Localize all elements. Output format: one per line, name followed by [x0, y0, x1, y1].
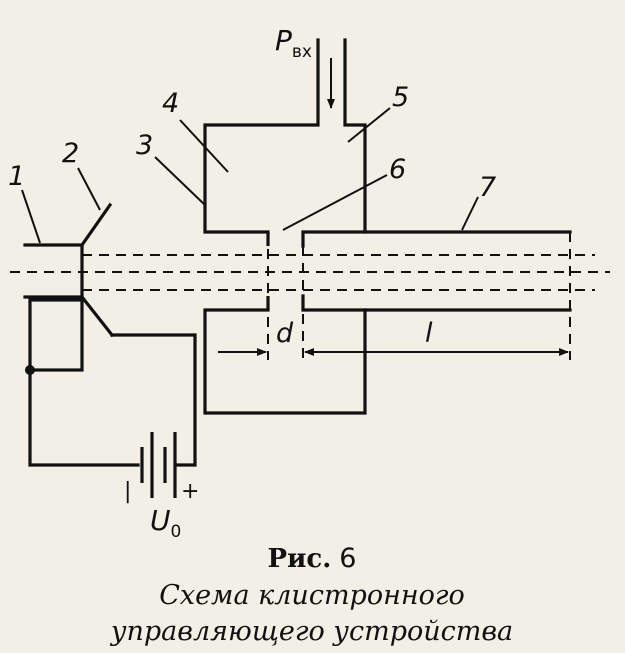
leader-7 [461, 196, 479, 231]
part-label-2: 2 [62, 138, 79, 169]
circuit-junction-dot [25, 365, 35, 375]
voltage-label: U0 [150, 504, 181, 542]
battery-minus-label: | [124, 479, 131, 504]
drift-tube-lower [301, 294, 572, 312]
dimension-l-label: l [425, 318, 433, 349]
cavity-upper-right [343, 38, 367, 234]
leader-6 [282, 174, 388, 231]
control-electrode-upper [80, 202, 113, 299]
part-label-5: 5 [392, 82, 409, 113]
figure-caption-number: Рис.6 [268, 543, 357, 574]
dimension-d-label: d [276, 318, 294, 349]
cavity-upper-left [203, 38, 320, 234]
part-label-1: 1 [8, 161, 25, 192]
leader-5 [347, 107, 391, 143]
part-label-3: 3 [136, 130, 153, 161]
control-electrode-lower [79, 294, 115, 338]
circuit-wire-right [110, 333, 197, 467]
heater-box [28, 298, 84, 372]
part-label-7: 7 [479, 172, 496, 203]
leader-3 [154, 156, 206, 206]
figure-caption-title-line1: Схема клистронного [159, 580, 465, 611]
part-label-4: 4 [162, 88, 179, 119]
part-label-6: 6 [389, 154, 406, 185]
leader-4 [179, 119, 229, 173]
leader-1 [21, 189, 41, 244]
drift-tube-upper [301, 230, 572, 248]
cavity-lower [203, 308, 367, 415]
input-power-label: Pвх [275, 24, 312, 62]
battery-plus-label: + [181, 479, 199, 504]
leader-2 [77, 167, 101, 211]
figure-caption-title-line2: управляющего устройства [110, 616, 513, 647]
circuit-wire [28, 368, 140, 467]
